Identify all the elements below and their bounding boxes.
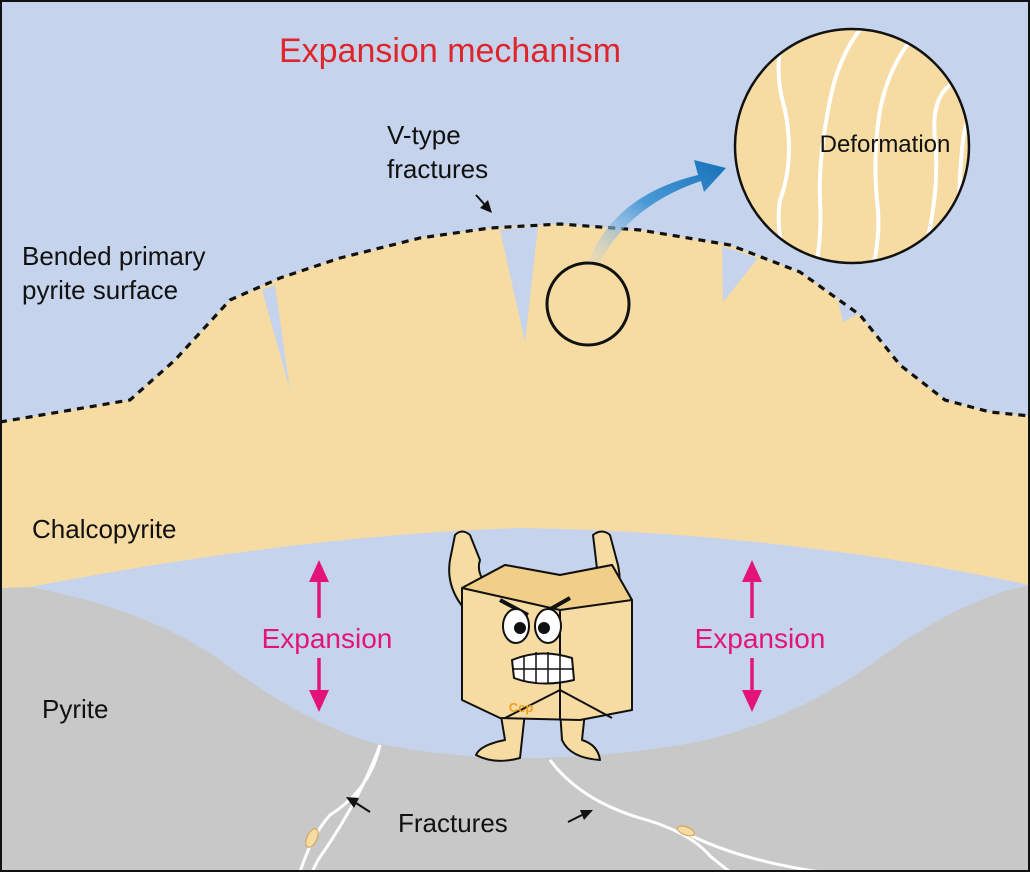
ccp-label: Ccp xyxy=(509,700,534,715)
diagram-title: Expansion mechanism xyxy=(279,32,621,70)
expansion-label-right: Expansion xyxy=(695,623,826,654)
expansion-label-left: Expansion xyxy=(262,623,393,654)
chalcopyrite-label: Chalcopyrite xyxy=(32,514,177,544)
v-type-label-line1: V-type xyxy=(387,120,461,150)
v-type-label-line2: fractures xyxy=(387,154,488,184)
deformation-label: Deformation xyxy=(820,131,951,158)
bended-surface-label-line2: pyrite surface xyxy=(22,275,178,305)
pyrite-label: Pyrite xyxy=(42,694,108,724)
bended-surface-label-line1: Bended primary xyxy=(22,241,206,271)
fractures-label: Fractures xyxy=(398,808,508,838)
